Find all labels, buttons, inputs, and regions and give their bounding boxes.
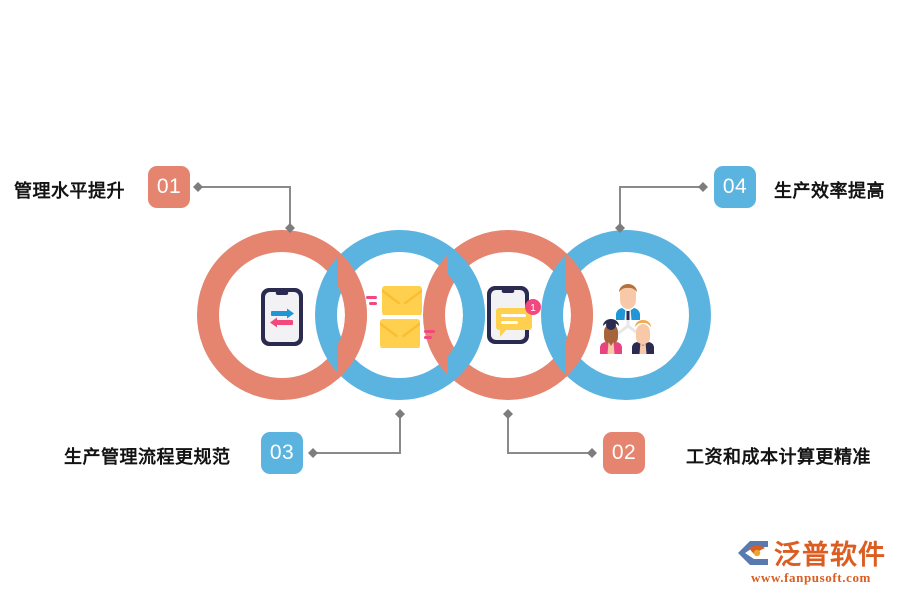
envelopes-icon — [366, 282, 438, 357]
connector-01-end-marker — [285, 223, 295, 233]
badge-03-number: 03 — [269, 441, 295, 464]
ring-2-overlap — [448, 244, 485, 386]
phone-message-icon: 1 — [484, 284, 546, 353]
label-02: 工资和成本计算更精准 — [686, 447, 871, 468]
ring-3-overlap — [566, 252, 593, 378]
phone-transfer-icon — [258, 286, 306, 353]
ring-1-overlap — [338, 251, 367, 379]
connector-01-start-marker — [193, 182, 203, 192]
team-people-icon — [588, 278, 668, 359]
connector-04-start-marker — [698, 182, 708, 192]
connector-04 — [619, 186, 703, 228]
watermark: 泛普软件 www.fanpusoft.com — [736, 533, 886, 586]
watermark-name: 泛普软件 — [774, 540, 886, 571]
connector-02 — [507, 414, 592, 454]
badge-01-number: 01 — [156, 175, 182, 198]
notification-badge — [525, 299, 541, 315]
label-03: 生产管理流程更规范 — [64, 447, 231, 468]
connector-04-end-marker — [615, 223, 625, 233]
connector-02-end-marker — [503, 409, 513, 419]
label-04: 生产效率提高 — [774, 181, 885, 202]
badge-01[interactable]: 01 — [148, 166, 190, 208]
label-01: 管理水平提升 — [14, 181, 125, 202]
notification-badge-count: 1 — [530, 303, 536, 314]
badge-04[interactable]: 04 — [714, 166, 756, 208]
connector-01 — [198, 186, 291, 228]
connector-03-end-marker — [395, 409, 405, 419]
watermark-url: www.fanpusoft.com — [751, 570, 871, 585]
connector-03 — [313, 414, 401, 454]
badge-04-number: 04 — [722, 175, 748, 198]
connector-02-start-marker — [587, 448, 597, 458]
connector-03-start-marker — [308, 448, 318, 458]
badge-02-number: 02 — [611, 441, 637, 464]
badge-02[interactable]: 02 — [603, 432, 645, 474]
badge-03[interactable]: 03 — [261, 432, 303, 474]
ring-4 — [541, 230, 711, 400]
fanpu-logo-icon — [738, 540, 768, 565]
